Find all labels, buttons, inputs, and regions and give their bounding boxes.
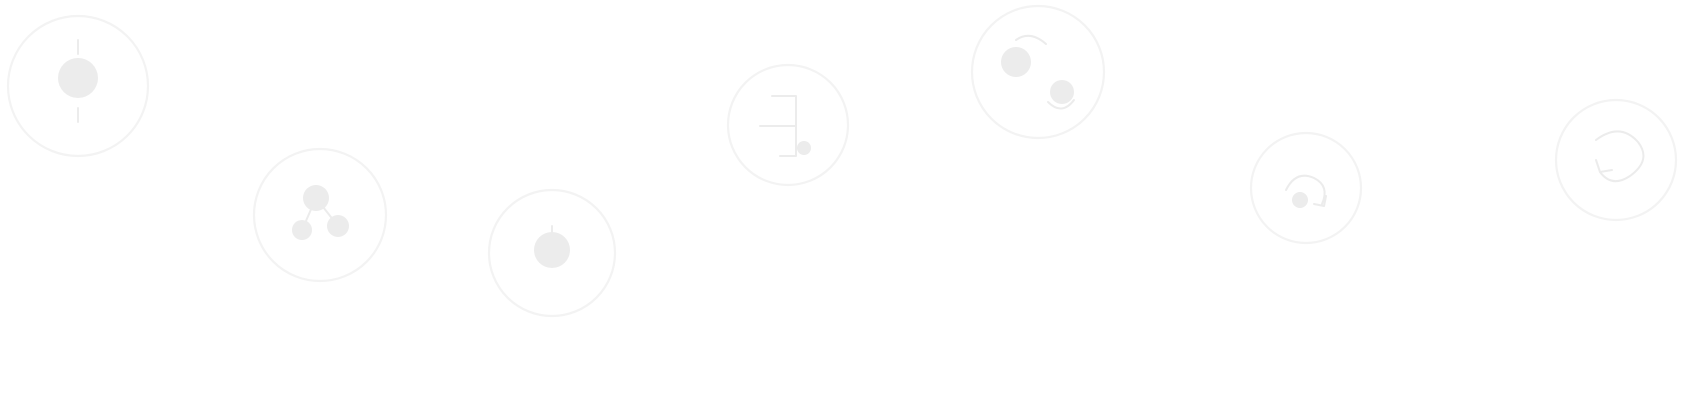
curly-arrow-icon — [1595, 130, 1645, 183]
pin-6 — [1249, 131, 1363, 351]
pin-1 — [6, 14, 150, 321]
pin-4 — [726, 63, 850, 369]
dot-icon — [534, 225, 570, 268]
pin-5 — [970, 4, 1106, 349]
pin-4-ring — [726, 63, 850, 187]
pin-5-ring — [970, 4, 1106, 140]
pin-1-ring — [6, 14, 150, 158]
pin-6-ring — [1249, 131, 1363, 245]
molecule-icon — [292, 185, 349, 240]
pair-dots-icon — [1001, 34, 1075, 110]
pin-3-ring — [487, 188, 617, 318]
pin-2 — [252, 147, 388, 397]
pin-2-ring — [252, 147, 388, 283]
bracket-icon — [759, 95, 811, 157]
pin-7-ring — [1554, 98, 1678, 222]
pin-7 — [1554, 98, 1678, 346]
pin-3 — [487, 188, 617, 406]
arrow-swirl-icon — [1285, 174, 1327, 208]
target-dot-icon — [58, 39, 98, 123]
